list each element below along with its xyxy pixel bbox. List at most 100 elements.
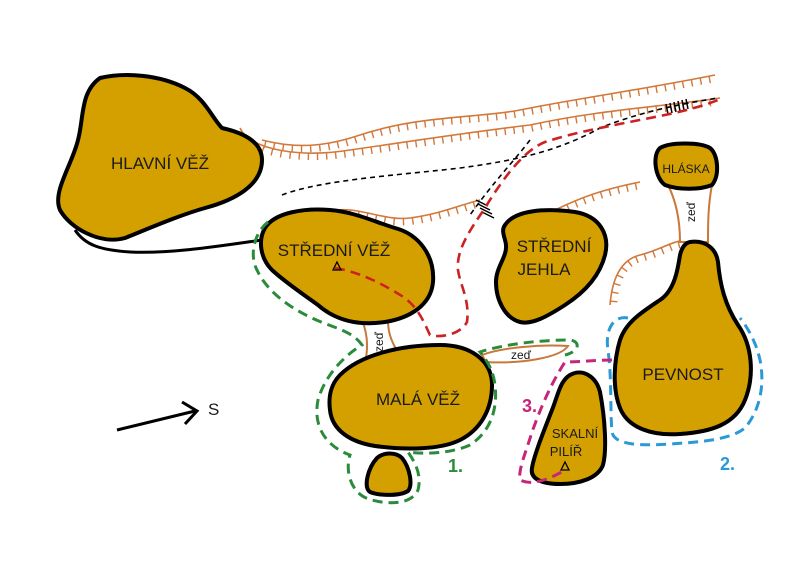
- ridge-hatch-tick: [512, 126, 516, 134]
- ridge-hatch-tick: [423, 120, 427, 128]
- ridge-hatch-tick: [486, 114, 489, 122]
- ridge-hatch-tick: [691, 101, 694, 109]
- label-zed-vertical-right: zeď: [684, 201, 698, 222]
- ridge-hatch-tick: [681, 81, 685, 89]
- ridge-hatch-tick: [637, 107, 640, 116]
- ridge-hatch-tick: [566, 101, 570, 109]
- ridge-hatch-tick: [343, 150, 347, 158]
- ridge-hatch-tick: [521, 125, 525, 133]
- ridge-hatch-tick: [584, 98, 587, 106]
- ridge-hatch-tick: [289, 151, 292, 159]
- rock-stredni-jehla: [494, 208, 609, 325]
- ridge-hatch-tick: [370, 146, 373, 154]
- route-number-3: 3.: [522, 396, 537, 416]
- rock-pevnost: [612, 239, 753, 437]
- ridge-hatch-tick: [574, 200, 579, 208]
- ridge-hatch-tick: [610, 300, 618, 303]
- ridge-hatching: [235, 76, 712, 303]
- ridge-hatch-tick: [327, 143, 331, 151]
- rock-hlavni-vez: [56, 73, 264, 242]
- pevnost-ridge: [609, 239, 686, 306]
- ridge-hatch-tick: [635, 256, 639, 264]
- ridge-hatch-tick: [411, 217, 415, 225]
- ridge-hatch-tick: [279, 150, 283, 158]
- ridge-hatch-tick: [415, 121, 418, 129]
- ridge-hatch-tick: [575, 99, 578, 107]
- route-red-line: [334, 98, 719, 338]
- rock-mala-vez: [327, 343, 494, 451]
- ridge-hatch-tick: [522, 109, 525, 117]
- ridge-hatch-tick: [336, 141, 340, 149]
- ridge-hatch-tick: [432, 119, 436, 127]
- ridge-hatch-tick: [668, 244, 673, 252]
- anchor-markers: [331, 260, 571, 471]
- ridge-hatch-tick: [477, 115, 480, 123]
- ridge-hatch-tick: [575, 116, 578, 124]
- ridge-hatch-tick: [583, 114, 587, 123]
- north-arrow-shaft: [116, 409, 196, 432]
- ridge-hatch-tick: [601, 112, 605, 120]
- ridge-hatch-tick: [625, 184, 629, 192]
- ridge-hatch-tick: [652, 250, 656, 258]
- ridge-hatch-tick: [463, 204, 468, 212]
- ridge-hatch-tick: [592, 113, 596, 121]
- ridge-hatch-tick: [468, 132, 471, 140]
- anchor-triangle-icon: [331, 260, 343, 271]
- ridge-hatch-tick: [664, 104, 667, 113]
- ridge-hatch-tick: [566, 117, 569, 125]
- label-stredni-jehla-2: JEHLA: [518, 260, 572, 279]
- ridge-hatch-tick: [616, 274, 624, 279]
- ridge-hatch-tick: [599, 191, 604, 199]
- ridge-hatch-tick: [272, 142, 276, 150]
- rock-hlaska: [653, 141, 719, 191]
- ridge-hatch-tick: [531, 107, 534, 115]
- ridge-hatch-tick: [282, 144, 285, 152]
- ridge-hatch-tick: [495, 113, 498, 121]
- ridge-hatch-tick: [557, 102, 561, 110]
- ridge-hatch-tick: [345, 139, 349, 147]
- wall-labels: zeď zeď zeď: [372, 201, 698, 362]
- wall-horizontal: [480, 344, 570, 364]
- north-arrow-label: S: [208, 400, 219, 419]
- ridge-hatch-tick: [459, 116, 462, 124]
- ridge-hatch-tick: [708, 76, 712, 84]
- ridge-hatch-tick: [388, 144, 391, 152]
- ridge-hatch-tick: [627, 260, 633, 267]
- ridge-hatch-tick: [557, 119, 560, 127]
- side-trail-dashed: [469, 139, 531, 216]
- ridge-hatch-tick: [450, 135, 453, 143]
- ridge-hatch-tick: [619, 92, 623, 100]
- ridge-hatch-tick: [602, 95, 605, 103]
- ridge-hatch-tick: [646, 87, 649, 95]
- ridge-hatch-tick: [423, 139, 427, 147]
- ridge-hatch-tick: [455, 206, 459, 215]
- ridge-hatch-tick: [660, 247, 665, 255]
- label-zed-horizontal: zeď: [511, 348, 532, 362]
- label-hlaska: HLÁSKA: [662, 161, 709, 176]
- label-zed-vertical-left: zeď: [372, 331, 386, 352]
- paths: [73, 97, 719, 254]
- ridge-hatch-tick: [548, 104, 552, 112]
- ridge-hatch-tick: [513, 110, 516, 119]
- ridge-hatch-tick: [637, 89, 641, 97]
- approach-path-solid: [73, 229, 263, 254]
- ridge-hatch-tick: [361, 148, 364, 156]
- ridge-hatch-tick: [450, 117, 453, 125]
- label-stredni-jehla-1: STŘEDNÍ: [517, 237, 592, 256]
- ridge-hatch-tick: [270, 148, 274, 156]
- ridge-hatch-tick: [486, 130, 489, 138]
- ridge-hatch-tick: [477, 131, 480, 139]
- route-number-2: 2.: [720, 454, 735, 474]
- ridge-hatch-tick: [397, 142, 400, 151]
- label-pevnost: PEVNOST: [642, 365, 723, 384]
- ridge-hatch-tick: [593, 96, 596, 104]
- ridge-hatch-tick: [582, 197, 587, 205]
- ridge-hatch-tick: [459, 133, 462, 142]
- label-hlavni-vez: HLAVNÍ VĚŽ: [111, 154, 209, 173]
- ridge-hatch-tick: [379, 145, 382, 153]
- ridge-hatch-tick: [621, 266, 628, 273]
- middle-ridge-left: [319, 199, 481, 220]
- ridge-hatch-tick: [610, 93, 614, 101]
- ridge-hatch-tick: [495, 129, 498, 137]
